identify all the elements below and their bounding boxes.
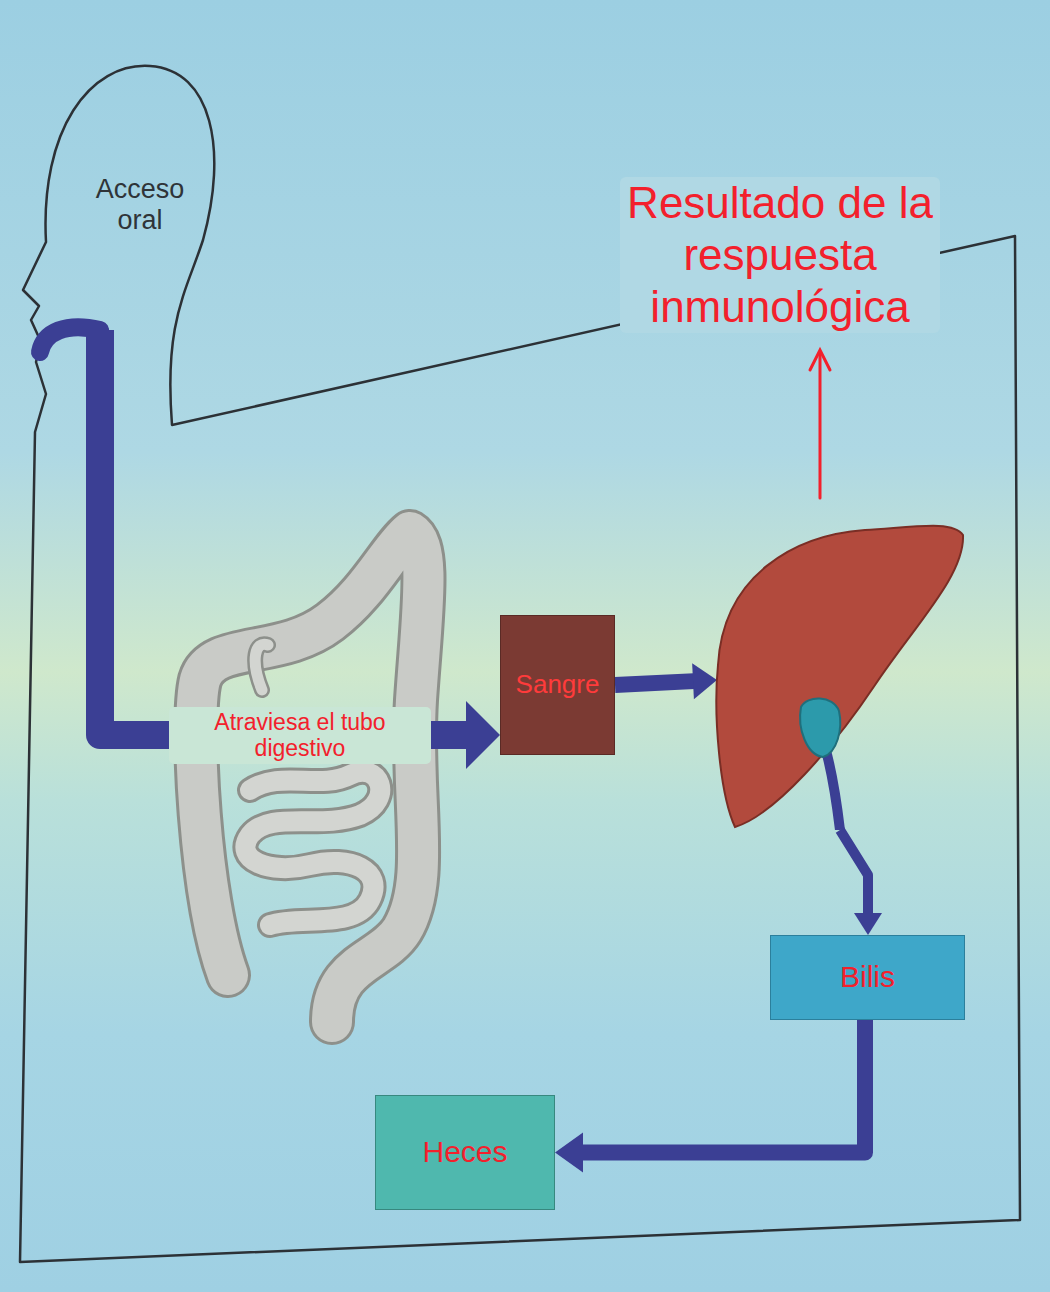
blood-box: Sangre — [500, 615, 615, 755]
flow-line — [100, 330, 467, 735]
liver-shape — [715, 515, 965, 830]
arrow-head — [692, 663, 717, 699]
callout-arrow — [810, 350, 830, 498]
flow-line — [840, 830, 868, 914]
body-outline — [20, 66, 1020, 1262]
node-label: Bilis — [840, 960, 895, 995]
feces-box: Heces — [375, 1095, 555, 1210]
flow-arrow — [100, 330, 500, 769]
bile-box: Bilis — [770, 935, 965, 1020]
node-label: Acceso oral — [86, 174, 194, 236]
intestine — [196, 532, 423, 1022]
flow-arrow — [555, 1020, 865, 1173]
arrow-head — [555, 1133, 583, 1173]
arrow-head — [466, 701, 500, 769]
flow-line — [582, 1020, 865, 1153]
node-label: Sangre — [516, 670, 600, 700]
annotation-text: Resultado de la respuesta inmunológica — [620, 177, 940, 333]
flow-arrow — [840, 830, 882, 935]
arrow-head — [854, 913, 882, 935]
edge-label: Atraviesa el tubo digestivo — [169, 707, 431, 764]
node-label: Heces — [422, 1135, 507, 1170]
mouth-head: Acceso oral — [72, 160, 208, 330]
flow-arrow — [615, 663, 717, 699]
flow-line — [615, 681, 694, 685]
liver-organ: Resultado de la respuesta inmunológica — [715, 515, 965, 830]
